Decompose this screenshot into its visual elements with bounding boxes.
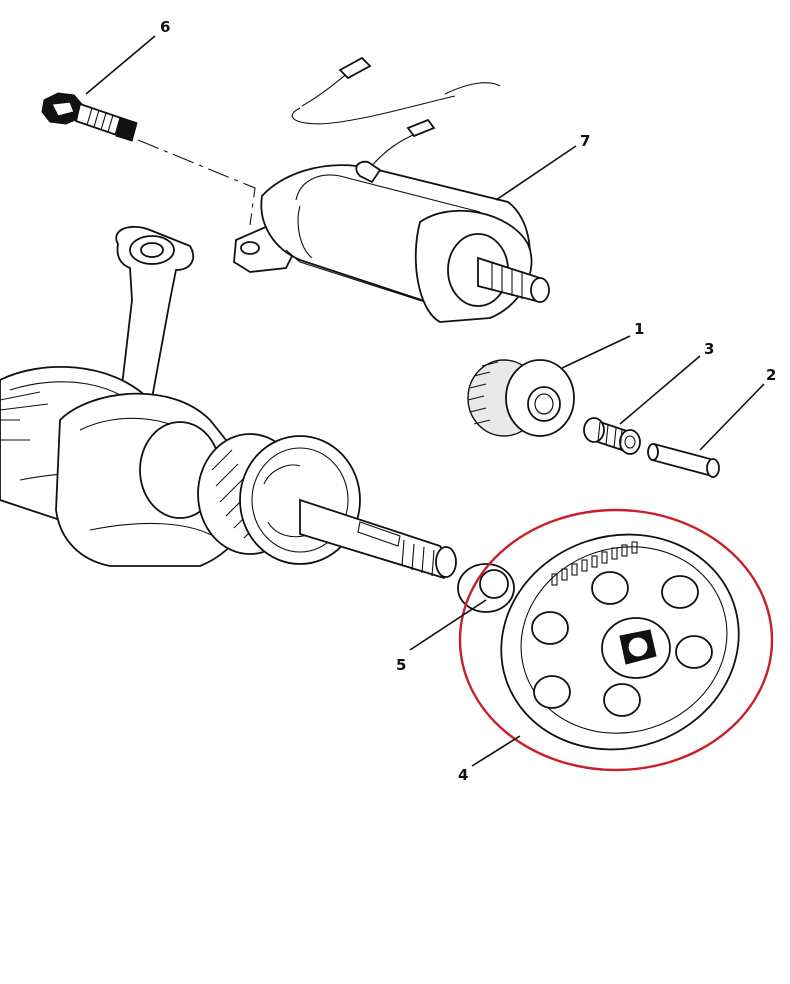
starter-motor	[233, 56, 550, 323]
starter-idle-gear	[467, 359, 575, 437]
leader-lines	[85, 35, 765, 767]
gear-shaft-pin	[647, 442, 720, 478]
washer	[457, 563, 515, 613]
crankshaft	[0, 225, 457, 580]
starter-driven-gear	[500, 533, 740, 751]
callout-7: 7	[580, 132, 590, 150]
bolt-centerline	[137, 139, 256, 226]
highlight-circle	[458, 508, 774, 772]
callout-4: 4	[458, 766, 468, 784]
callout-2: 2	[766, 366, 776, 384]
callout-3: 3	[704, 340, 714, 358]
callout-1: 1	[634, 320, 644, 338]
callout-5: 5	[396, 656, 406, 674]
callout-6: 6	[160, 18, 170, 36]
needle-bearing	[583, 417, 641, 455]
flange-bolt	[41, 92, 138, 142]
